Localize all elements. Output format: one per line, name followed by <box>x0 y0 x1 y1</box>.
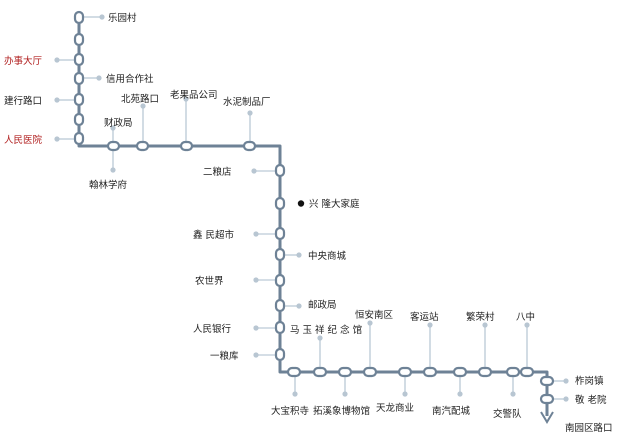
connector-mayuxiang <box>317 335 323 367</box>
station-label-fanrong: 繁荣村 <box>466 311 495 323</box>
stop-markers <box>73 10 555 405</box>
station-label-keyun: 客运站 <box>410 311 439 323</box>
connector-lecuncun <box>84 14 105 20</box>
stop-marker <box>505 366 521 378</box>
station-label-nanyuan: 南园区路口 <box>565 422 613 434</box>
station-label-banshi: 办事大厅 <box>4 55 43 67</box>
stop-marker <box>274 247 286 262</box>
stop-marker <box>274 226 286 241</box>
stop-marker <box>452 366 468 378</box>
connector-erliangdian <box>251 168 275 174</box>
connector-caizheng <box>110 125 116 141</box>
station-label-yiliangku: 一粮库 <box>210 350 239 362</box>
station-label-caizheng: 财政局 <box>104 117 133 129</box>
connector-youzheng <box>285 303 302 309</box>
station-label-laoguo: 老果品公司 <box>170 89 218 101</box>
station-label-hengan: 恒安南区 <box>355 309 394 321</box>
stop-marker <box>397 366 413 378</box>
connector-nongshijie <box>253 277 275 283</box>
stop-marker <box>274 320 286 335</box>
station-label-xinglong: 兴 隆大家庭 <box>309 198 360 210</box>
station-label-xinmin: 鑫 民超市 <box>193 229 235 241</box>
station-label-jianxing: 建行路口 <box>4 95 42 107</box>
stop-marker <box>312 366 328 378</box>
station-label-tianlong: 天龙商业 <box>376 402 414 414</box>
station-label-erliangdian: 二粮店 <box>203 166 232 178</box>
stop-marker <box>274 196 286 211</box>
connector-renmin-yiyuan <box>54 136 74 142</box>
stop-marker <box>286 366 302 378</box>
connector-zuogang <box>552 378 569 384</box>
connector-tuoshui <box>342 377 348 397</box>
stop-marker <box>477 366 493 378</box>
stop-marker <box>242 140 257 152</box>
station-label-bazhong: 八中 <box>516 311 535 323</box>
stop-marker <box>73 92 85 107</box>
station-label-tuoshui: 拓溪象博物馆 <box>313 405 370 417</box>
stop-marker <box>422 366 438 378</box>
connector-nanqi <box>457 377 463 397</box>
connector-jiaojing <box>510 377 516 397</box>
station-label-zhongyang: 中央商城 <box>308 250 347 262</box>
station-label-nanqi: 南汽配城 <box>432 405 471 417</box>
station-label-lecuncun: 乐园村 <box>108 12 137 24</box>
connector-hanlin <box>110 151 116 173</box>
station-label-renmin-yiyuan: 人民医院 <box>4 134 43 146</box>
connector-jianxing <box>54 97 74 103</box>
station-label-mayuxiang: 马 玉 祥 纪 念 馆 <box>290 324 362 336</box>
connector-shuini <box>247 110 253 141</box>
station-label-zuogang: 柞岗镇 <box>575 375 604 387</box>
stop-marker <box>73 10 85 25</box>
stop-marker <box>337 366 353 378</box>
connector-xinyong <box>84 75 102 81</box>
station-label-jinglao: 敬 老院 <box>575 394 607 406</box>
station-label-hanlin: 翰林学府 <box>89 179 128 191</box>
connector-dabaoji <box>292 377 298 397</box>
stop-marker <box>274 298 286 313</box>
station-label-jiaojing: 交警队 <box>493 408 522 420</box>
station-label-shuini: 水泥制品厂 <box>223 96 271 108</box>
stop-marker <box>73 71 85 86</box>
station-label-xinyong: 信用合作社 <box>106 73 154 85</box>
station-label-nongshijie: 农世界 <box>195 275 224 287</box>
station-label-renmin-yinhang: 人民银行 <box>193 323 232 335</box>
stop-marker <box>73 52 85 67</box>
connector-yiliangku <box>253 352 275 358</box>
stop-marker <box>539 375 555 387</box>
connector-banshi <box>54 57 74 63</box>
current-location-dot <box>297 200 305 207</box>
station-label-beiyuan: 北苑路口 <box>121 93 159 105</box>
stop-marker <box>73 112 85 127</box>
stop-marker <box>106 140 121 152</box>
connector-renmin-yinhang <box>253 325 275 331</box>
connector-keyun <box>427 322 433 367</box>
stop-marker <box>73 32 85 47</box>
station-label-youzheng: 邮政局 <box>308 299 337 311</box>
connector-tianlong <box>402 377 408 397</box>
stop-marker <box>274 273 286 288</box>
connector-hengan <box>367 320 373 367</box>
stop-marker <box>135 140 150 152</box>
connector-bazhong <box>524 322 530 367</box>
connector-fanrong <box>482 322 488 367</box>
connector-jinglao <box>552 396 569 402</box>
stop-marker <box>274 347 286 362</box>
stop-marker <box>539 393 555 405</box>
stop-marker <box>179 140 194 152</box>
station-label-dabaoji: 大宝积寺 <box>271 405 310 417</box>
connector-beiyuan <box>140 103 146 141</box>
stop-marker <box>362 366 378 378</box>
connector-xinmin <box>253 231 275 237</box>
stop-marker <box>519 366 535 378</box>
stop-marker <box>274 163 286 178</box>
connector-zhongyang <box>285 252 302 258</box>
stop-marker <box>73 131 85 146</box>
route-end-arrow <box>540 411 554 424</box>
connector-laoguo <box>183 96 189 141</box>
